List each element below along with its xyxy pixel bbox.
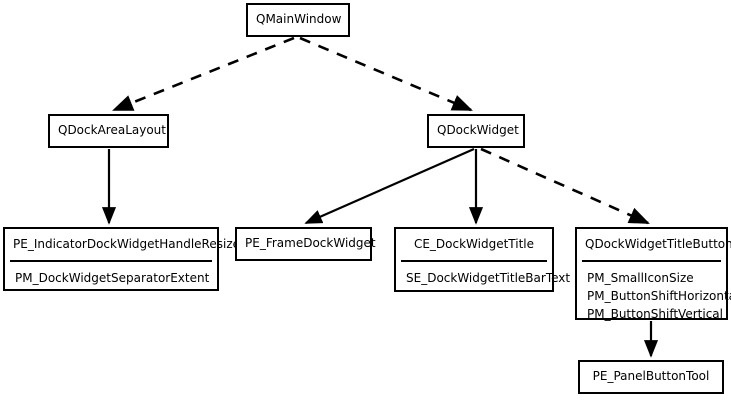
node-member: PM_SmallIconSize	[587, 270, 694, 285]
node-member: PM_ButtonShiftVertical	[587, 307, 723, 322]
node-qmainwindow[interactable]: QMainWindow	[246, 3, 350, 37]
compartment-divider	[401, 259, 547, 262]
edge-qdockwidget-to-qdockwidgettitlebutton	[480, 147, 650, 225]
node-qdock-widget-title-button[interactable]: QDockWidgetTitleButton PM_SmallIconSize …	[575, 227, 731, 321]
node-pe-frame-dock-widget[interactable]: PE_FrameDockWidget	[235, 227, 376, 261]
edge-qmainwindow-to-qdockwidget	[299, 36, 473, 112]
node-title: QDockAreaLayout	[58, 123, 166, 138]
node-member: SE_DockWidgetTitleBarText	[406, 270, 571, 285]
node-qdockwidget[interactable]: QDockWidget	[427, 114, 525, 148]
node-member: PM_DockWidgetSeparatorExtent	[15, 270, 210, 285]
node-title: QDockWidgetTitleButton	[585, 237, 731, 251]
node-pe-panel-button-tool[interactable]: PE_PanelButtonTool	[578, 360, 724, 394]
node-title: PE_IndicatorDockWidgetHandleResize	[13, 237, 240, 251]
node-title: CE_DockWidgetTitle	[413, 237, 535, 251]
edge-qmainwindow-to-qdockarealayout	[112, 36, 295, 112]
node-members: SE_DockWidgetTitleBarText	[396, 262, 571, 292]
node-title: QDockWidget	[437, 123, 519, 138]
node-title: QMainWindow	[256, 12, 342, 27]
node-ce-dock-widget-title[interactable]: CE_DockWidgetTitle SE_DockWidgetTitleBar…	[394, 227, 571, 292]
compartment-divider	[10, 259, 212, 262]
node-members: PM_DockWidgetSeparatorExtent	[5, 262, 217, 292]
node-title: PE_PanelButtonTool	[592, 369, 710, 384]
node-member: PM_ButtonShiftHorizontal	[587, 288, 731, 303]
edge-qdockwidget-to-pe-framedockwidget	[304, 147, 475, 225]
node-qdockarealayout[interactable]: QDockAreaLayout	[48, 114, 169, 148]
node-title: PE_FrameDockWidget	[245, 236, 376, 251]
node-members: PM_SmallIconSize PM_ButtonShiftHorizonta…	[577, 262, 731, 329]
node-pe-indicator-dock-widget-handle-resize[interactable]: PE_IndicatorDockWidgetHandleResize PM_Do…	[3, 227, 240, 292]
compartment-divider	[582, 259, 721, 262]
